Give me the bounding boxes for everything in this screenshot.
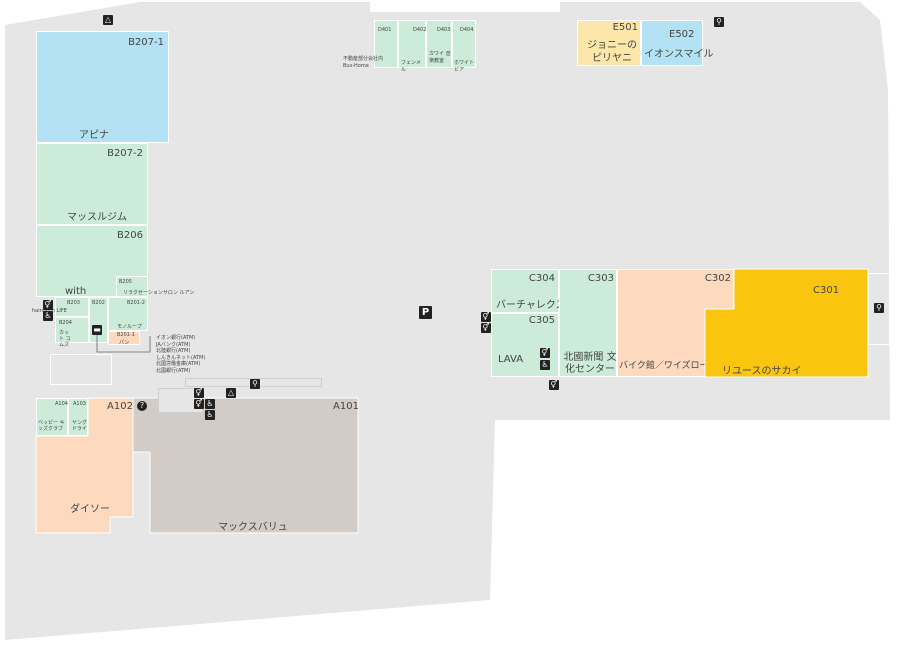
atm-entry: イオン銀行(ATM): [156, 335, 196, 341]
store-name: モノループ: [117, 324, 142, 330]
store-name: カワイ 音楽教室: [429, 51, 451, 64]
store-code: C305: [528, 315, 555, 326]
accessible-restroom-icon[interactable]: ♿: [540, 360, 550, 370]
store-c304[interactable]: C304 バーチャレクス: [491, 269, 566, 313]
store-c301-code: C301: [813, 285, 840, 296]
store-b205[interactable]: B205 リラクゼーションサロン ルアン: [116, 276, 194, 297]
information-icon[interactable]: ?: [137, 401, 147, 411]
restroom-icon[interactable]: ⚥: [43, 300, 53, 310]
store-code: B207-1: [128, 37, 164, 48]
atm-entry: JAバンク(ATM): [156, 341, 191, 348]
store-b204[interactable]: B204 カット コムズ: [55, 317, 89, 348]
store-name: ホワイトピア: [454, 60, 475, 73]
bicycle-parking-icon[interactable]: ⚲: [250, 379, 260, 389]
store-name: ジョニーの ピリヤニ: [587, 40, 637, 64]
store-code: D403: [437, 27, 451, 33]
store-d401-name: 不動産部分会社内 Bus-Home: [343, 56, 384, 69]
store-d402[interactable]: D402 フェンメル: [398, 20, 427, 73]
restroom-icon[interactable]: ⚥: [481, 323, 491, 333]
store-code: A104: [55, 401, 68, 407]
atm-entry: しんきんネット(ATM): [156, 354, 206, 361]
store-a102-name: ダイソー: [70, 504, 110, 515]
store-name: リラクゼーションサロン ルアン: [123, 290, 195, 296]
restroom-icon[interactable]: ⚥: [540, 348, 550, 358]
store-name: カット コムズ: [59, 330, 71, 348]
store-code: B205: [119, 279, 132, 285]
store-a102-code: A102: [107, 401, 133, 412]
store-c301-polygon: [704, 268, 869, 378]
atm-entry: 北陸銀行(ATM): [156, 348, 191, 354]
store-d403[interactable]: D403 カワイ 音楽教室: [426, 20, 452, 68]
store-b201-2[interactable]: B201-2 モノループ: [108, 297, 148, 331]
store-code: B207-2: [107, 148, 143, 159]
walkway-gap: [370, 0, 560, 12]
atm-icon[interactable]: ▬: [92, 325, 102, 335]
atm-list: イオン銀行(ATM) JAバンク(ATM) 北陸銀行(ATM) しんきんネット(…: [156, 335, 205, 374]
store-name: フェンメル: [401, 60, 421, 73]
bicycle-parking-icon[interactable]: ⚲: [714, 17, 724, 27]
store-name: LAVA: [498, 354, 524, 365]
store-c303[interactable]: C303 北國新聞 文化センター: [559, 269, 617, 377]
store-name: アピナ: [79, 130, 109, 141]
store-e501[interactable]: E501 ジョニーの ピリヤニ: [577, 20, 641, 66]
restroom-icon[interactable]: ⚥: [481, 312, 491, 322]
accessible-restroom-icon[interactable]: ♿: [205, 399, 215, 409]
store-name: ベッピー キッズクラブ: [38, 420, 65, 432]
store-code: B201-2: [127, 300, 145, 306]
store-name: 北國新聞 文化センター: [563, 352, 617, 375]
store-code: A103: [73, 401, 86, 407]
store-b207-2[interactable]: B207-2 マッスルジム: [36, 143, 148, 225]
store-a101-polygon: [132, 397, 359, 534]
store-b207-1[interactable]: B207-1 アピナ: [36, 31, 169, 143]
atm-entry: 北國労働金庫(ATM): [156, 361, 201, 367]
aed-icon[interactable]: △: [226, 388, 236, 398]
store-code: B206: [117, 230, 143, 241]
bicycle-parking-icon[interactable]: ⚲: [874, 303, 884, 313]
store-d404[interactable]: D404 ホワイトピア: [452, 20, 476, 73]
restroom-icon[interactable]: ⚥: [549, 380, 559, 390]
store-code: B204: [59, 320, 72, 326]
store-e502[interactable]: E502 イオンスマイル: [641, 20, 714, 66]
store-name: ヤング ドライ: [72, 420, 88, 432]
accessible-restroom-icon[interactable]: ♿: [43, 311, 53, 321]
store-code: C303: [587, 273, 614, 284]
store-a101-code: A101: [333, 401, 359, 412]
store-name: イオンスマイル: [644, 49, 714, 60]
store-code: B203: [67, 300, 80, 306]
store-code: C302: [704, 273, 731, 284]
atm-entry: 北國銀行(ATM): [156, 367, 191, 374]
store-code: C304: [528, 273, 555, 284]
parking-icon[interactable]: P: [419, 306, 432, 319]
store-a101-name: マックスバリュ: [218, 522, 288, 533]
store-name: マッスルジム: [67, 212, 127, 223]
store-code: D404: [460, 27, 474, 33]
restroom-icon[interactable]: ⚥: [194, 388, 204, 398]
store-name: バーチャレクス: [496, 300, 566, 311]
restroom-icon[interactable]: ⚥: [194, 399, 204, 409]
store-name: with: [65, 286, 87, 297]
empty-unit: [50, 354, 112, 385]
accessible-restroom-icon[interactable]: ♿: [205, 410, 215, 420]
store-code: B202: [92, 300, 105, 306]
store-code: D402: [413, 27, 427, 33]
store-code: E502: [669, 29, 695, 40]
store-code: D401: [378, 27, 392, 33]
store-c301-name: リユースのサカイ: [722, 366, 802, 377]
aed-icon[interactable]: △: [103, 15, 113, 25]
store-d401[interactable]: D401: [374, 20, 398, 68]
store-name: バイク館／ワイズロード: [619, 361, 718, 371]
store-code: E501: [612, 22, 638, 33]
